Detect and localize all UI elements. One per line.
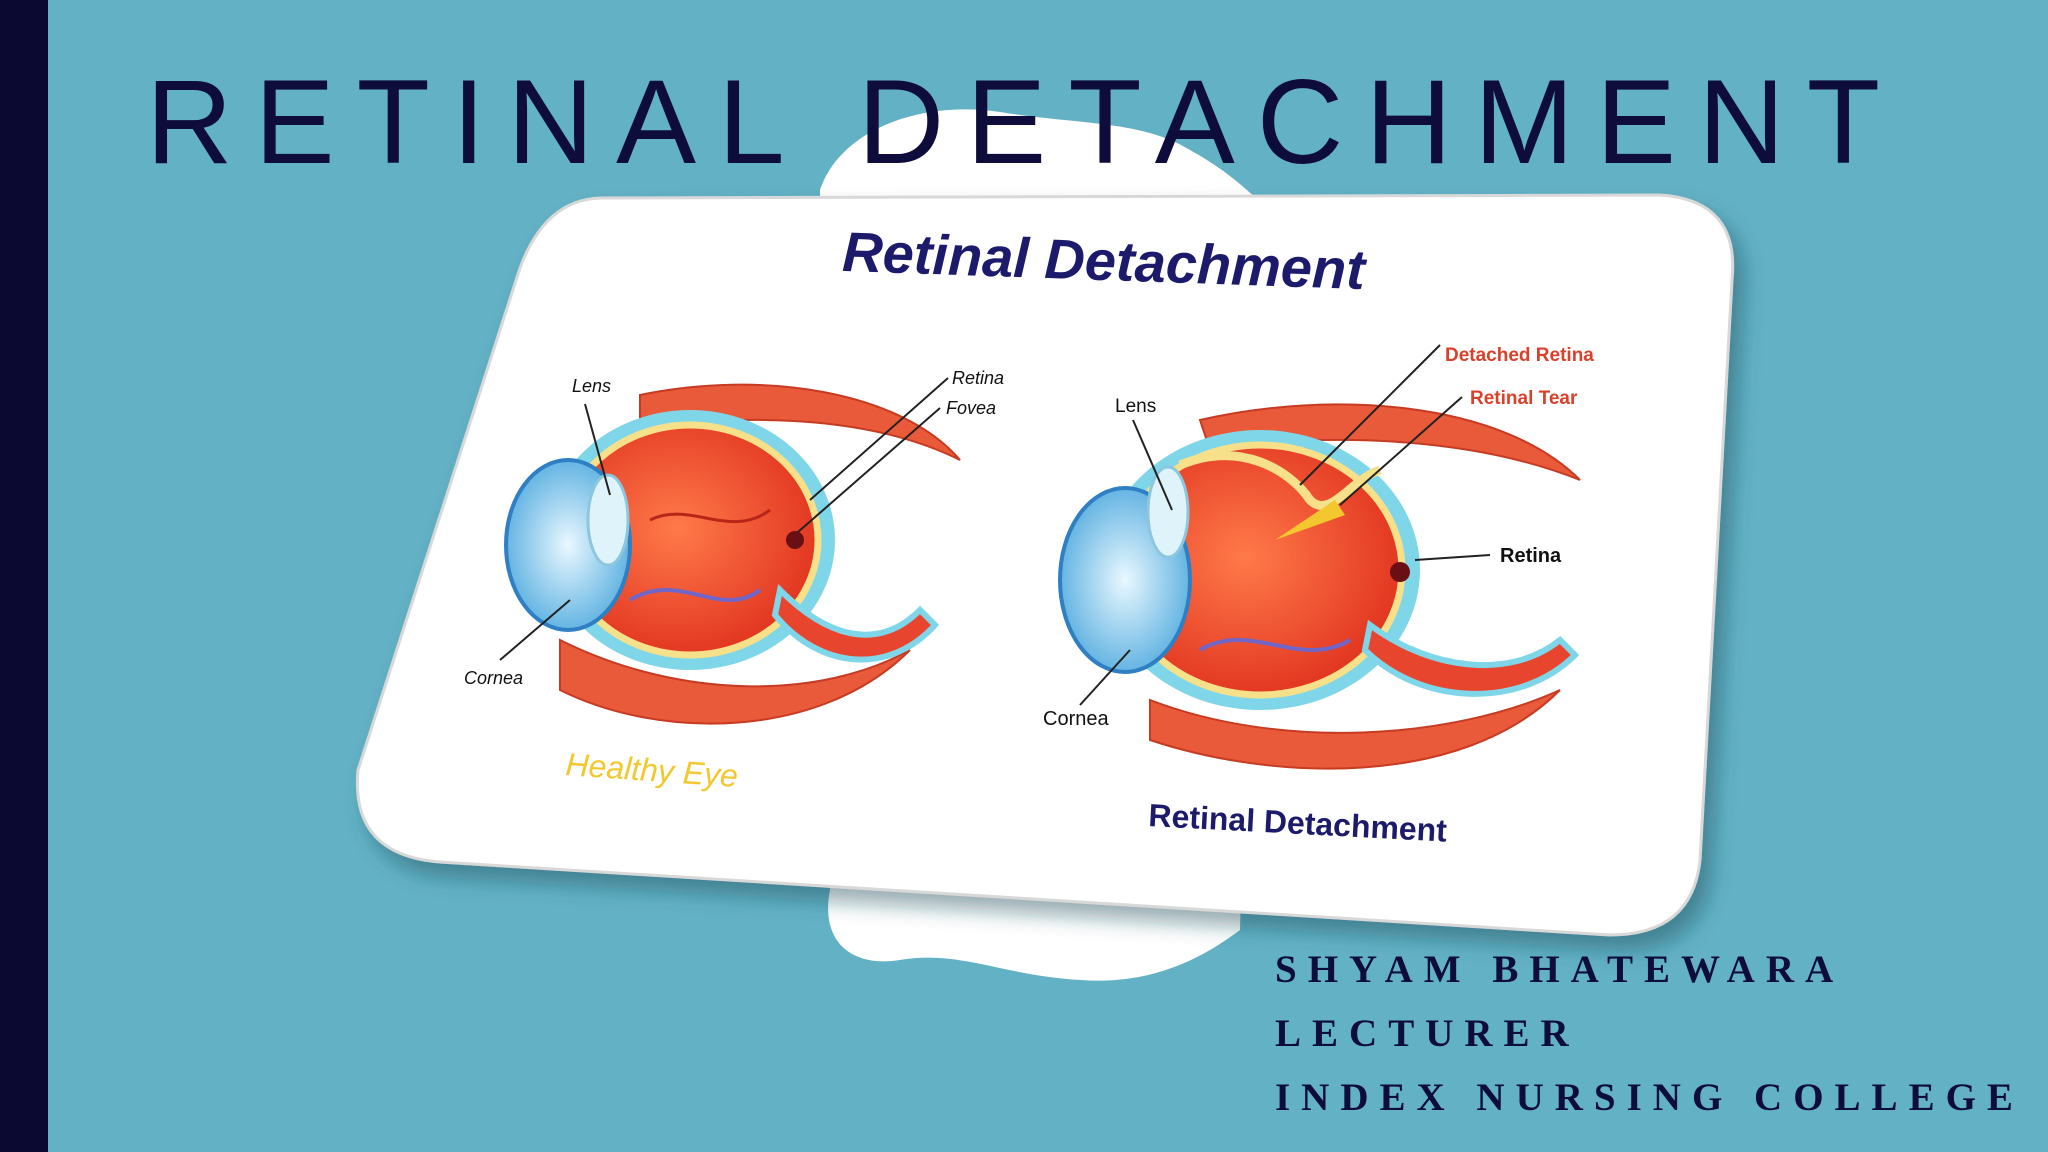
author-name: SHYAM BHATEWARA (1275, 948, 1845, 991)
detached-label-retinal-tear: Retinal Tear (1470, 388, 1578, 409)
slide-title: RETINAL DETACHMENT (145, 55, 1903, 189)
lower-muscle (559, 638, 911, 725)
detached-label-retina: Retina (1500, 545, 1562, 567)
detached-lens (1146, 465, 1190, 559)
fovea-mark (786, 531, 804, 549)
lower-muscle (1149, 689, 1561, 770)
left-accent-bar (0, 0, 48, 1152)
retinal-tear (1275, 500, 1345, 540)
author-organization: INDEX NURSING COLLEGE (1275, 1076, 2024, 1119)
healthy-label-fovea: Fovea (946, 398, 996, 418)
healthy-eye-diagram: Lens Retina Fovea Cornea Healthy Eye (464, 368, 1004, 794)
healthy-label-cornea: Cornea (464, 668, 523, 688)
optic-nerve (1361, 619, 1580, 697)
author-role: LECTURER (1275, 1012, 1580, 1055)
macula-mark (1390, 562, 1410, 582)
detached-label-detached-retina: Detached Retina (1445, 345, 1594, 366)
upper-muscle (1198, 403, 1581, 481)
optic-nerve (771, 583, 940, 663)
detached-label-cornea: Cornea (1043, 708, 1109, 730)
healthy-label-lens: Lens (572, 376, 611, 396)
healthy-lens (586, 473, 630, 567)
author-info: SHYAM BHATEWARA LECTURER INDEX NURSING C… (1275, 938, 2024, 1130)
detached-retina-fold (1178, 451, 1382, 510)
detached-label-lens: Lens (1115, 396, 1156, 417)
detached-eye-diagram: Lens Detached Retina Retinal Tear Retina… (1043, 344, 1594, 849)
healthy-label-retina: Retina (952, 368, 1004, 388)
